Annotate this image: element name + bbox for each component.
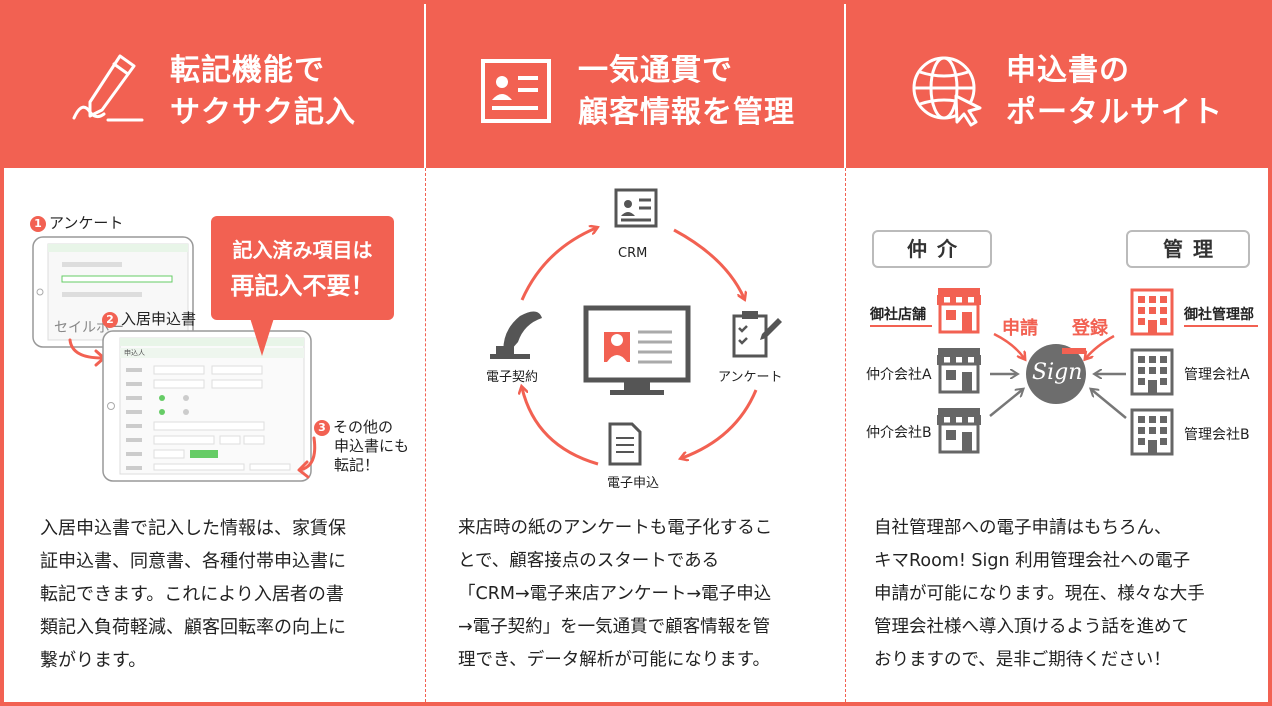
transfer-arrow-icon-2	[297, 436, 317, 479]
panel-header: 申込書の ポータルサイト	[846, 4, 1268, 168]
panel-body: CRM アンケート 電子申込 電子契約 来店時の紙のアンケートも電子化するこ と…	[426, 168, 844, 702]
callout-pointer	[250, 318, 274, 356]
panel-title-line2: 顧客情報を管理	[578, 95, 795, 130]
mgmt-a-building-icon	[1130, 348, 1174, 396]
our-mgmt-building-icon	[1130, 288, 1174, 336]
callout-line2: 再記入不要！	[230, 272, 375, 300]
callout-line1: 記入済み項目は	[232, 238, 373, 262]
panel-title-line1: 転記機能で	[170, 53, 325, 88]
tablet-application-illustration	[102, 330, 312, 482]
panel-divider-2	[845, 168, 846, 702]
quill-icon	[490, 311, 542, 359]
mgmt-a-label: 管理会社A	[1184, 367, 1250, 383]
document-icon	[608, 422, 642, 466]
broker-b-shop-icon	[936, 406, 982, 454]
panel-title-line1: 申込書の	[1006, 53, 1130, 88]
mgmt-b-building-icon	[1130, 408, 1174, 456]
portal-diagram	[936, 286, 1174, 456]
broker-b-label: 仲介会社B	[866, 425, 932, 441]
clipboard-icon	[732, 311, 782, 358]
panel-divider	[425, 168, 426, 702]
panel-header: 一気通貫で 顧客情報を管理	[426, 4, 844, 168]
sign-logo-text: Sign	[1032, 360, 1083, 385]
crm-card-icon	[614, 188, 658, 228]
pen-writing-icon	[72, 54, 144, 122]
globe-cursor-icon	[912, 56, 982, 127]
callout-no-reentry: 記入済み項目は 再記入不要！	[211, 216, 394, 320]
panel-description: 自社管理部への電子申請はもちろん、 キマRoom! Sign 利用管理会社への電…	[874, 518, 1205, 670]
apply-label: 申請	[1002, 318, 1038, 339]
manage-tag: 管理	[1126, 230, 1250, 268]
monitor-icon	[583, 305, 691, 395]
our-shop-label: 御社店舗	[870, 307, 926, 323]
panel-description: 入居申込書で記入した情報は、家賃保 証申込書、同意書、各種付帯申込書に 転記でき…	[40, 518, 346, 671]
mgmt-b-label: 管理会社B	[1184, 427, 1250, 443]
panel-description: 来店時の紙のアンケートも電子化するこ とで、顧客接点のスタートである 「CRM→…	[458, 518, 773, 670]
panel-portal: 申込書の ポータルサイト 仲介 管理 御社店舗 仲介会社A 仲介会社B 御社管理…	[846, 4, 1268, 702]
panel-title-line1: 一気通貫で	[578, 53, 733, 88]
our-mgmt-label: 御社管理部	[1184, 307, 1254, 323]
econtract-label: 電子契約	[486, 370, 539, 385]
our-mgmt-underline	[1184, 325, 1258, 327]
crm-cycle-diagram	[490, 188, 782, 466]
our-shop-underline	[870, 325, 932, 327]
eapp-label: 電子申込	[607, 476, 660, 491]
our-shop-icon	[936, 286, 982, 334]
panel-header: 転記機能で サクサク記入	[4, 4, 424, 168]
panel-title-line2: ポータルサイト	[1006, 95, 1223, 130]
id-card-icon	[481, 59, 551, 123]
sign-logo-icon	[1026, 344, 1086, 404]
survey-label: アンケート	[718, 370, 783, 385]
panel-crm: 一気通貫で 顧客情報を管理	[426, 4, 844, 702]
broker-tag: 仲介	[872, 230, 992, 268]
crm-label: CRM	[618, 246, 648, 261]
panel-title-line2: サクサク記入	[170, 95, 356, 130]
broker-a-label: 仲介会社A	[866, 367, 932, 383]
panel-body: 仲介 管理 御社店舗 仲介会社A 仲介会社B 御社管理部 管理会社A 管理会社B…	[846, 168, 1268, 702]
form-heading: 申込人	[124, 349, 145, 357]
broker-a-shop-icon	[936, 346, 982, 394]
register-label: 登録	[1072, 318, 1108, 339]
tablet-survey-illustration: セイルポー	[32, 236, 194, 348]
